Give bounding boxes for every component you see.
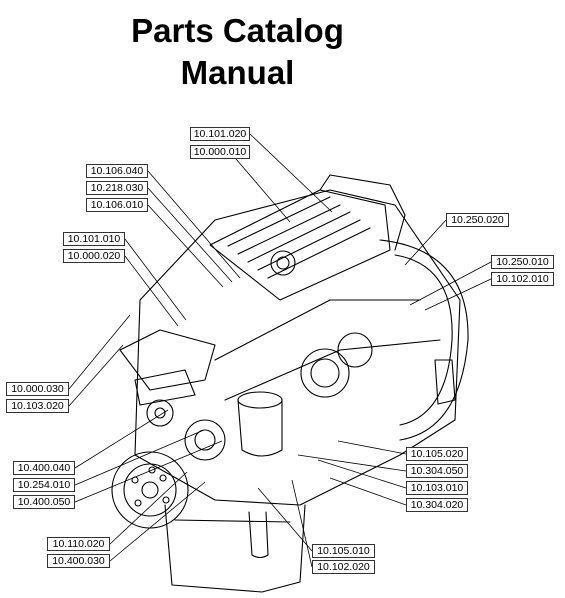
oil-filter [237,399,283,457]
callout-label: 10.304.050 [406,464,468,478]
callout-label: 10.400.050 [13,495,75,509]
flywheel-housing [379,239,469,441]
turbocharger [300,348,350,398]
callout-label: 10.105.020 [406,447,468,461]
callout-label: 10.103.010 [406,481,468,495]
filler-cap [270,250,296,276]
oil-pan [164,504,306,593]
valve-cover [209,189,391,301]
callout-label: 10.250.010 [491,255,554,269]
callout-label: 10.106.010 [86,198,148,212]
title-line-2: Manual [180,54,295,91]
callout-label: 10.103.020 [6,399,69,413]
callout-label: 10.101.010 [63,232,125,246]
engine-block [134,189,461,506]
callout-label: 10.102.020 [312,560,375,574]
belt-pulley [184,419,226,461]
callout-label: 10.110.020 [47,537,110,551]
callout-label: 10.101.020 [190,127,250,141]
page-title: Parts Catalog Manual [60,10,415,94]
callout-label: 10.000.030 [6,382,69,396]
callout-label: 10.105.010 [312,544,375,558]
callout-label: 10.254.010 [13,478,75,492]
callout-label: 10.400.030 [47,554,110,568]
callout-label: 10.304.020 [406,498,468,512]
callout-label: 10.000.020 [63,249,125,263]
callout-label: 10.400.040 [13,461,75,475]
callout-label: 10.218.030 [86,181,148,195]
callout-label: 10.106.040 [86,164,148,178]
callout-label: 10.250.020 [446,213,509,227]
leader-lines [68,133,492,568]
title-line-1: Parts Catalog [131,12,344,49]
callout-label: 10.102.010 [491,272,554,286]
callout-label: 10.000.010 [190,145,250,159]
